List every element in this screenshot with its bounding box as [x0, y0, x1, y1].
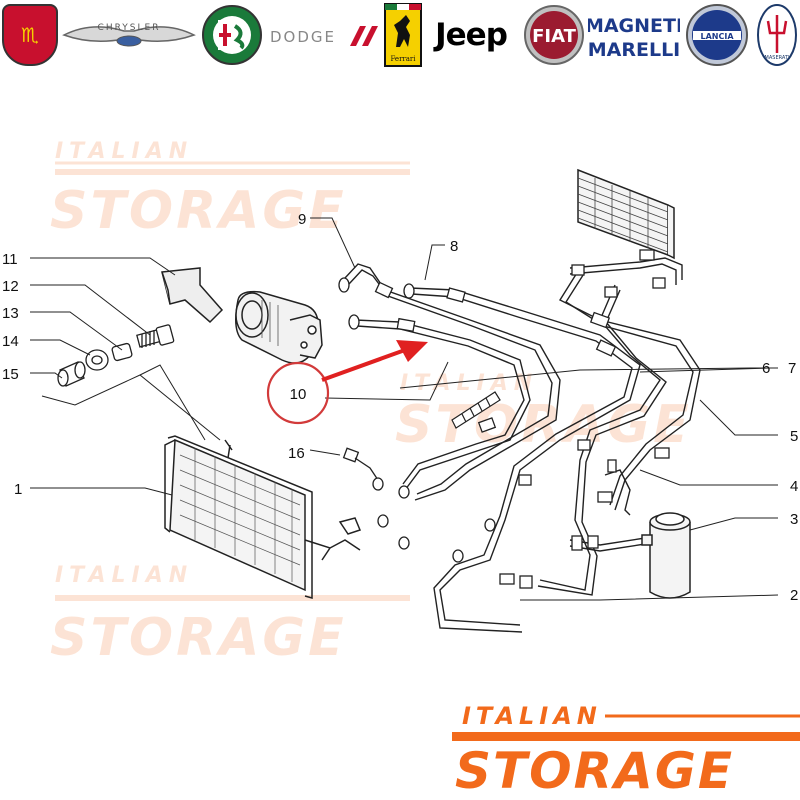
lancia-logo: LANCIA — [684, 4, 750, 66]
label-part-5: 5 — [790, 428, 798, 445]
alfa-romeo-badge-icon — [202, 5, 262, 65]
svg-text:Ferrari: Ferrari — [390, 55, 416, 63]
jeep-wordmark: Jeep — [435, 17, 508, 53]
highlight-circle — [266, 361, 330, 425]
label-part-15: 15 — [2, 366, 19, 383]
magneti-marelli-wordmark-icon: MAGNETI MARELLI — [588, 15, 680, 61]
label-part-1: 1 — [14, 481, 22, 498]
label-part-16: 16 — [288, 445, 305, 462]
watermark-top: ITALIAN STORAGE — [50, 139, 410, 241]
pipe-fittings — [338, 249, 670, 589]
scorpion-icon: ♏ — [21, 23, 39, 47]
svg-text:MARELLI: MARELLI — [588, 39, 680, 61]
lancia-badge-icon: LANCIA — [686, 4, 748, 66]
leader-lines — [30, 217, 779, 601]
pressure-switch-part — [342, 447, 384, 491]
fiat-logo: FIAT — [522, 4, 586, 66]
nut-part — [85, 349, 109, 371]
bush-part — [57, 361, 86, 387]
highlight-arrow-head — [396, 340, 428, 362]
svg-text:STORAGE: STORAGE — [50, 608, 347, 668]
maserati-logo: MASERATI — [755, 4, 799, 66]
fiat-badge-icon: FIAT — [524, 5, 584, 65]
svg-text:ITALIAN: ITALIAN — [55, 139, 193, 164]
label-part-14: 14 — [2, 333, 19, 350]
condenser-part — [164, 435, 362, 599]
receiver-drier-part — [641, 512, 691, 599]
svg-text:ITALIAN: ITALIAN — [55, 563, 193, 588]
brand-logo-bar: ♏ CHRYSLER DODGE Ferrari J — [0, 0, 800, 76]
svg-text:STORAGE: STORAGE — [50, 181, 347, 241]
ferrari-logo: Ferrari — [383, 3, 423, 67]
logo-line-storage: STORAGE — [455, 742, 734, 800]
dodge-wordmark-icon: DODGE — [270, 26, 378, 46]
svg-text:STORAGE: STORAGE — [395, 395, 692, 455]
evaporator-part — [577, 168, 675, 260]
svg-text:CHRYSLER: CHRYSLER — [98, 23, 161, 33]
highlight-arrow-shaft — [321, 348, 406, 382]
alfa-romeo-logo — [200, 4, 264, 66]
svg-text:DODGE: DODGE — [270, 28, 336, 46]
label-part-8: 8 — [450, 238, 458, 255]
label-part-7: 7 — [788, 360, 796, 377]
svg-text:ITALIAN: ITALIAN — [400, 371, 538, 396]
label-part-12: 12 — [2, 278, 19, 295]
label-part-10: 10 — [290, 386, 307, 403]
label-part-2: 2 — [790, 587, 798, 604]
svg-text:MASERATI: MASERATI — [765, 55, 790, 61]
maserati-trident-icon: MASERATI — [757, 4, 797, 66]
chrysler-logo: CHRYSLER — [62, 4, 196, 66]
svg-text:FIAT: FIAT — [532, 26, 577, 47]
jeep-logo: Jeep — [428, 4, 514, 66]
service-valve-part — [451, 391, 501, 429]
dodge-logo: DODGE — [268, 4, 380, 66]
svg-text:MAGNETI: MAGNETI — [588, 15, 680, 37]
part-number-labels: 10 11 12 13 14 15 1 9 8 16 6 7 5 4 3 2 — [2, 211, 798, 604]
svg-text:LANCIA: LANCIA — [700, 32, 734, 41]
watermark-bottom: ITALIAN STORAGE — [50, 563, 410, 668]
magneti-marelli-logo: MAGNETI MARELLI — [588, 4, 680, 66]
spacer-part — [111, 342, 133, 362]
chrysler-wings-icon: CHRYSLER — [62, 23, 196, 47]
bolt-part — [136, 324, 175, 348]
logo-line-italian: ITALIAN — [462, 702, 602, 730]
label-part-11: 11 — [2, 251, 18, 268]
label-part-3: 3 — [790, 511, 798, 528]
compressor-part — [235, 290, 323, 364]
label-part-9: 9 — [298, 211, 306, 228]
label-part-6: 6 — [762, 360, 770, 377]
prancing-horse-icon: Ferrari — [384, 3, 422, 67]
bracket-part — [161, 267, 224, 324]
abarth-logo: ♏ — [2, 4, 58, 66]
label-part-13: 13 — [2, 305, 19, 322]
italian-storage-logo: ITALIAN STORAGE — [452, 702, 800, 800]
highlight-marker — [266, 340, 428, 425]
label-part-4: 4 — [790, 478, 798, 495]
pipe-assembly — [344, 257, 701, 633]
